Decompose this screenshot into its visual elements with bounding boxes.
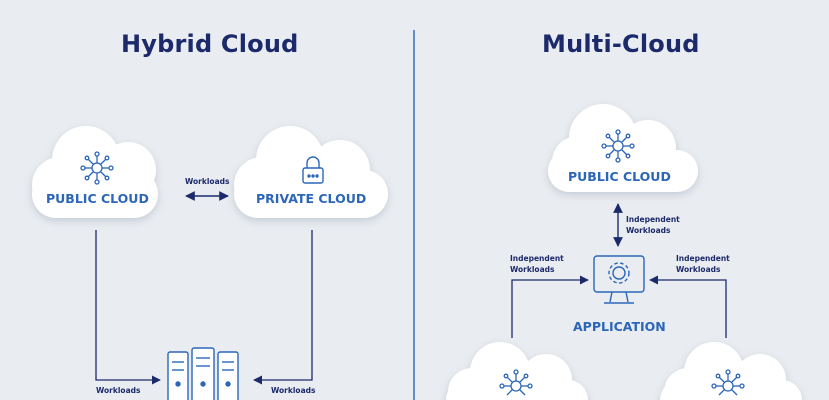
independent-workloads-left-line2: Workloads	[510, 265, 555, 274]
independent-workloads-right-line2: Workloads	[676, 265, 721, 274]
workloads-label-left: Workloads	[96, 386, 141, 395]
application-monitor-icon	[593, 255, 645, 304]
hybrid-private-cloud	[234, 126, 388, 218]
application-label: APPLICATION	[573, 319, 666, 334]
workloads-label-right: Workloads	[271, 386, 316, 395]
independent-workloads-right-line1: Independent	[676, 254, 730, 263]
multi-public-cloud	[548, 104, 698, 192]
independent-workloads-right: Independent Workloads	[676, 253, 730, 275]
multi-bottom-right-cloud	[660, 342, 802, 400]
hybrid-right-connector	[253, 230, 313, 385]
independent-workloads-top: Independent Workloads	[626, 214, 680, 236]
multi-public-cloud-label: PUBLIC CLOUD	[568, 169, 671, 184]
network-icon	[601, 129, 635, 163]
independent-workloads-left: Independent Workloads	[510, 253, 564, 275]
hybrid-public-cloud-label: PUBLIC CLOUD	[46, 191, 149, 206]
independent-workloads-top-line1: Independent	[626, 215, 680, 224]
multi-cloud-title: Multi-Cloud	[542, 30, 700, 58]
hybrid-private-cloud-label: PRIVATE CLOUD	[256, 191, 367, 206]
network-icon	[499, 369, 533, 396]
workloads-label-top: Workloads	[185, 177, 230, 186]
server-icon	[167, 347, 239, 400]
lock-icon	[302, 156, 324, 184]
hybrid-cloud-title: Hybrid Cloud	[121, 30, 299, 58]
multi-right-connector	[649, 275, 727, 338]
multi-left-connector	[511, 275, 589, 338]
network-icon	[80, 151, 114, 185]
hybrid-left-connector	[95, 230, 161, 385]
network-icon	[711, 369, 745, 396]
independent-workloads-left-line1: Independent	[510, 254, 564, 263]
independent-workloads-top-line2: Workloads	[626, 226, 671, 235]
multi-bottom-left-cloud	[446, 342, 588, 400]
